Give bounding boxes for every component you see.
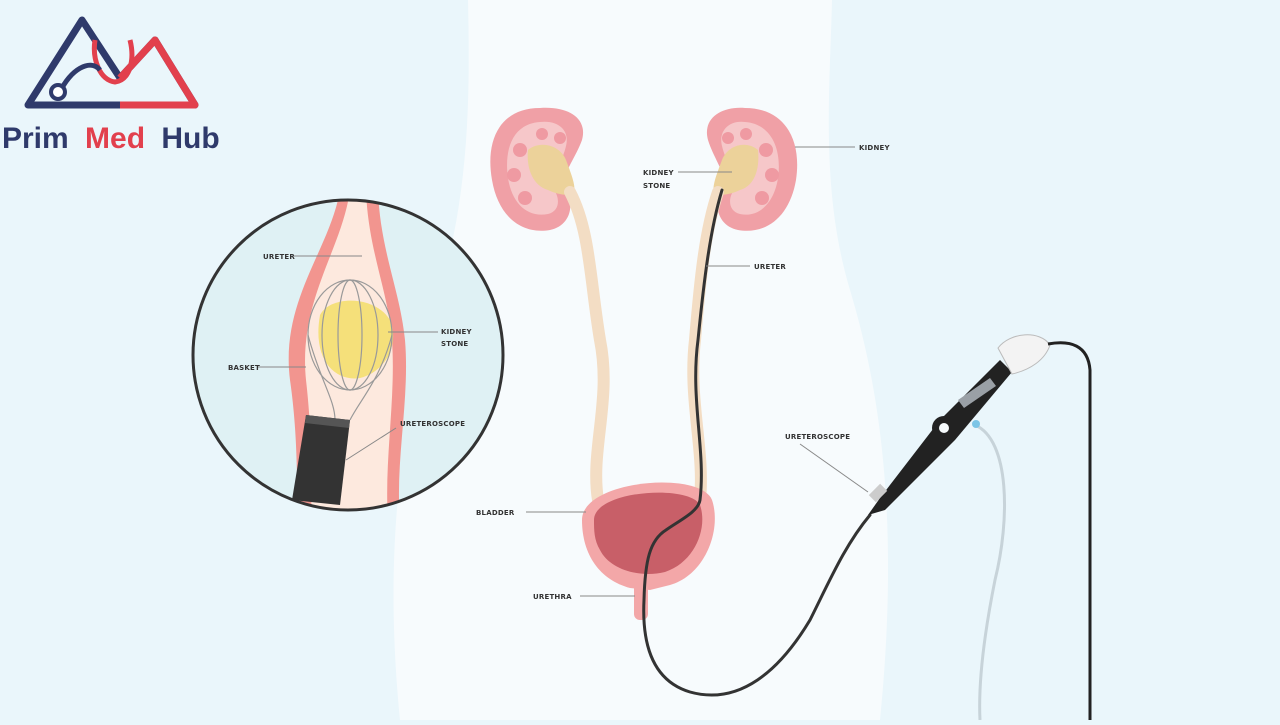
kidney-stone (713, 144, 759, 195)
label-urethra: URETHRA (533, 593, 572, 601)
label-bladder: BLADDER (476, 509, 515, 517)
bladder (582, 482, 715, 620)
inset-label-kidney-stone-line2: STONE (441, 340, 468, 348)
svg-text:Prim Med Hub: Prim Med Hub (2, 122, 220, 155)
inset-label-basket: BASKET (228, 364, 260, 372)
brand-logo: Prim Med Hub (2, 16, 220, 155)
inset-label-kidney-stone-line1: KIDNEY (441, 328, 472, 336)
ureteroscope-device (868, 334, 1092, 721)
right-kidney (706, 107, 798, 231)
inset-basket (307, 279, 393, 421)
brand-hub: Hub (161, 122, 219, 155)
label-kidney-stone-line2: STONE (643, 182, 670, 190)
brand-prim: Prim (2, 122, 69, 155)
inset-label-ureter: URETER (263, 253, 295, 261)
inset-magnified-view (191, 198, 505, 512)
label-kidney: KIDNEY (859, 144, 890, 152)
label-kidney-stone-line1: KIDNEY (643, 169, 674, 177)
label-ureter: URETER (754, 263, 786, 271)
left-ureter (564, 186, 610, 506)
label-ureteroscope: URETEROSCOPE (785, 433, 850, 441)
inset-ureteroscope (292, 415, 350, 505)
brand-med: Med (85, 122, 145, 155)
stethoscope-icon (91, 39, 135, 85)
ureteroscope-scope-in-ureter (642, 188, 872, 697)
left-kidney (490, 107, 584, 231)
inset-kidney-stone (318, 300, 394, 379)
inset-label-ureteroscope: URETEROSCOPE (400, 420, 465, 428)
